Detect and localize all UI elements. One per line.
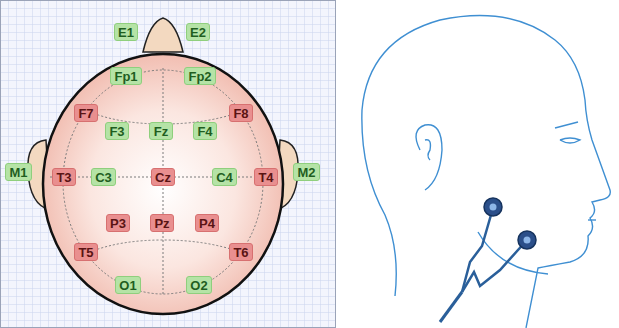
electrode-name: M2 bbox=[297, 165, 315, 180]
electrode-label: M1 bbox=[5, 163, 32, 181]
electrode-name: Fp1 bbox=[114, 69, 137, 84]
electrode-wires bbox=[440, 198, 536, 322]
electrode-label: F4 bbox=[193, 122, 217, 140]
electrode-label: F3 bbox=[105, 122, 129, 140]
electrode-label: T3 bbox=[52, 168, 76, 186]
electrode-label: T4 bbox=[254, 168, 278, 186]
electrode-name: T4 bbox=[258, 170, 273, 185]
electrode-name: P4 bbox=[199, 216, 215, 231]
electrode-name: T5 bbox=[78, 245, 93, 260]
electrode-name: Pz bbox=[154, 216, 169, 231]
electrode-name: F8 bbox=[233, 106, 248, 121]
head-outline bbox=[43, 54, 283, 314]
electrode-name: C4 bbox=[216, 170, 233, 185]
electrode-label: P3 bbox=[106, 214, 130, 232]
electrode-name: E1 bbox=[118, 25, 134, 40]
electrode-name: Fz bbox=[154, 124, 168, 139]
grid-panel bbox=[0, 0, 336, 328]
electrode-label: F7 bbox=[74, 104, 98, 122]
electrode-label: T5 bbox=[74, 243, 98, 261]
electrode-name: P3 bbox=[110, 216, 126, 231]
electrode-label: C3 bbox=[91, 168, 116, 186]
electrode-label: T6 bbox=[229, 243, 253, 261]
head-profile bbox=[362, 16, 610, 328]
electrode-label: E1 bbox=[114, 23, 138, 41]
electrode-name: F3 bbox=[109, 124, 124, 139]
electrode-name: E2 bbox=[190, 25, 206, 40]
electrode-name: O2 bbox=[190, 278, 207, 293]
electrode-label: O1 bbox=[115, 276, 141, 294]
nose bbox=[143, 18, 183, 52]
electrode-label: Cz bbox=[151, 168, 175, 186]
electrode-name: F4 bbox=[197, 124, 212, 139]
electrode-label: Fp1 bbox=[110, 67, 142, 85]
electrode-label: M2 bbox=[293, 163, 320, 181]
electrode-label: Fp2 bbox=[184, 67, 216, 85]
guide-lines bbox=[50, 68, 276, 296]
electrode-label: P4 bbox=[195, 214, 219, 232]
electrode-name: T6 bbox=[233, 245, 248, 260]
electrode-label: Fz bbox=[149, 122, 173, 140]
electrode-name: Fp2 bbox=[188, 69, 211, 84]
electrode-label: Pz bbox=[150, 214, 174, 232]
electrode-label: F8 bbox=[229, 104, 253, 122]
electrode-label: E2 bbox=[186, 23, 210, 41]
electrode-name: C3 bbox=[95, 170, 112, 185]
electrode-name: Cz bbox=[155, 170, 171, 185]
electrode-name: O1 bbox=[119, 278, 136, 293]
electrode-name: T3 bbox=[56, 170, 71, 185]
electrode-name: M1 bbox=[9, 165, 27, 180]
electrode-label: C4 bbox=[212, 168, 237, 186]
electrode-name: F7 bbox=[78, 106, 93, 121]
electrode-label: O2 bbox=[186, 276, 212, 294]
